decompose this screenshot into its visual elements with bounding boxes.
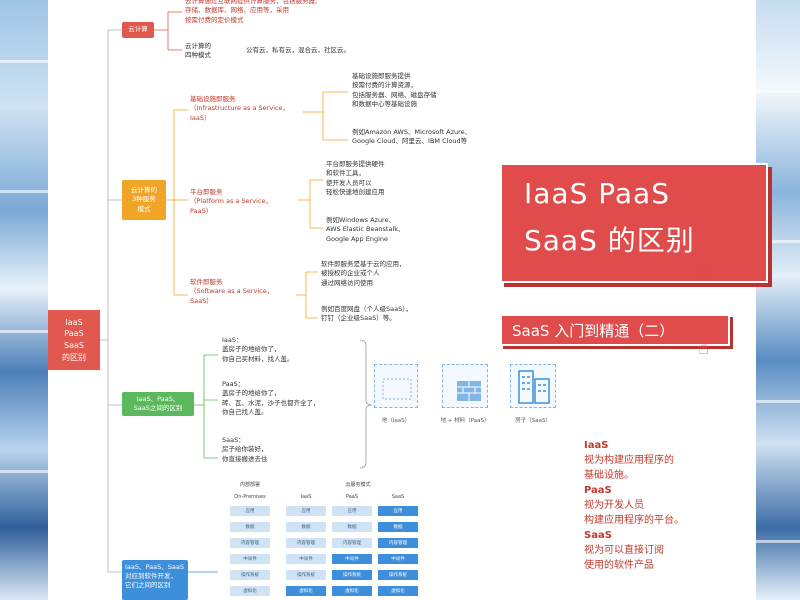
services-node: 云计算的 3种服务 模式 (122, 180, 166, 220)
bricks-icon-caption: 地 + 材料（PaaS） (440, 418, 490, 424)
stack-cell: 操作系统 (286, 570, 326, 580)
summary-iaas-heading: IaaS (584, 440, 609, 451)
title-banner: IaaS PaaS SaaS 的区别 (500, 163, 768, 283)
summary-block: IaaS 视为构建应用程序的 基础设施。 PaaS 视为开发人员 构建应用程序的… (584, 438, 684, 573)
analogy-iaas: IaaS： 盖房子的地给你了， 你自己买材料，找人盖。 (222, 336, 294, 363)
stack-column-header: SaaS (391, 494, 405, 500)
group-cloud-models: 云服务模式 (345, 482, 371, 488)
title-line-1: IaaS PaaS (524, 177, 670, 210)
stack-cell: 应用 (230, 506, 270, 516)
building-icon-caption: 房子（SaaS） (515, 418, 551, 424)
iaas-description: 基础设施即服务提供 按需付费的计算资源， 包括服务器、网络、磁盘存储 和数据中心… (352, 72, 437, 109)
summary-paas-heading: PaaS (584, 485, 612, 496)
subtitle-banner: SaaS 入门到精通（二） (500, 314, 730, 346)
title-line-2: SaaS 的区别 (524, 224, 695, 257)
bricks-icon (442, 364, 488, 408)
pointing-hand-icon-small: ☝ (698, 338, 709, 359)
analogy-saas: SaaS： 房子给你装好， 你直接搬进去住 (222, 436, 268, 463)
analogy-paas: PaaS： 盖房子的地给你了， 砖、瓦、水泥，沙子也都齐全了， 你自己找人盖。 (222, 380, 320, 417)
stack-cell: 内容管理 (378, 538, 418, 548)
stack-cell: 应用 (378, 506, 418, 516)
stack-column-header: On-Premises (234, 494, 266, 500)
mindmap-canvas: IaaS PaaS SaaS 的区别 云计算 云计算通过互联网提供计算服务，包括… (48, 0, 768, 600)
stack-cell: 操作系统 (230, 570, 270, 580)
analogy-node: IaaS、PaaS、 SaaS之间的区别 (122, 392, 194, 416)
stack-cell: 内容管理 (286, 538, 326, 548)
stack-cell: 虚拟化 (286, 586, 326, 596)
stack-cell: 虚拟化 (230, 586, 270, 596)
summary-saas-body: 视为可以直接订阅 使用的软件产品 (584, 545, 664, 571)
plot-icon (374, 364, 418, 408)
root-node: IaaS PaaS SaaS 的区别 (48, 310, 100, 370)
stack-cell: 应用 (286, 506, 326, 516)
iaas-title: 基础设施即服务 （Infrastructure as a Service， Ia… (190, 95, 290, 122)
saas-description: 软件即服务是基于云的应用， 被授权的企业或个人 通过网络访问使用 (321, 260, 406, 287)
stack-cell: 中间件 (286, 554, 326, 564)
building-icon (510, 364, 556, 408)
stack-cell: 操作系统 (378, 570, 418, 580)
stack-cell: 中间件 (332, 554, 372, 564)
stack-cell: 数据 (378, 522, 418, 532)
summary-iaas-body: 视为构建应用程序的 基础设施。 (584, 455, 674, 481)
plot-icon-caption: 地（IaaS） (381, 418, 411, 424)
stack-cell: 数据 (332, 522, 372, 532)
stack-node: IaaS、PaaS、SaaS 对应到软件开发， 它们之间的区别 (122, 560, 188, 600)
group-on-premises: 内部部署 (239, 482, 260, 488)
stack-cell: 数据 (286, 522, 326, 532)
saas-title: 软件即服务 （Software as a Service， SaaS） (190, 278, 274, 305)
summary-saas-heading: SaaS (584, 530, 612, 541)
paas-examples: 例如Windows Azure、 AWS Elastic Beanstalk、 … (326, 216, 405, 243)
stack-cell: 内容管理 (230, 538, 270, 548)
paas-description: 平台即服务提供硬件 和软件工具， 使开发人员可以 轻松快速地创建应用 (326, 160, 385, 197)
stack-column-header: IaaS (300, 494, 312, 500)
cloud-description: 云计算通过互联网提供计算服务，包括服务器、 存储、数据库、网络、应用等，采用 按… (185, 0, 322, 24)
stack-cell: 中间件 (378, 554, 418, 564)
cloud-models-list: 公有云，私有云，混合云，社区云。 (246, 46, 350, 54)
paas-title: 平台即服务 （Platform as a Service， PaaS） (190, 188, 272, 215)
iaas-examples: 例如Amazon AWS、Microsoft Azure、 Google Clo… (352, 128, 472, 146)
stack-cell: 中间件 (230, 554, 270, 564)
stack-cell: 虚拟化 (378, 586, 418, 596)
cloud-models-label: 云计算的 四种模式 (185, 42, 211, 60)
pointing-hand-icon: ☝ (698, 258, 712, 283)
stack-cell: 内容管理 (332, 538, 372, 548)
summary-paas-body: 视为开发人员 构建应用程序的平台。 (584, 500, 684, 526)
saas-examples: 例如百度网盘（个人级SaaS）， 钉钉（企业级SaaS）等。 (321, 305, 412, 323)
stack-cell: 虚拟化 (332, 586, 372, 596)
stack-cell: 数据 (230, 522, 270, 532)
stack-cell: 操作系统 (332, 570, 372, 580)
stack-cell: 应用 (332, 506, 372, 516)
stack-column-header: PaaS (345, 494, 359, 500)
cloud-node: 云计算 (122, 22, 154, 38)
